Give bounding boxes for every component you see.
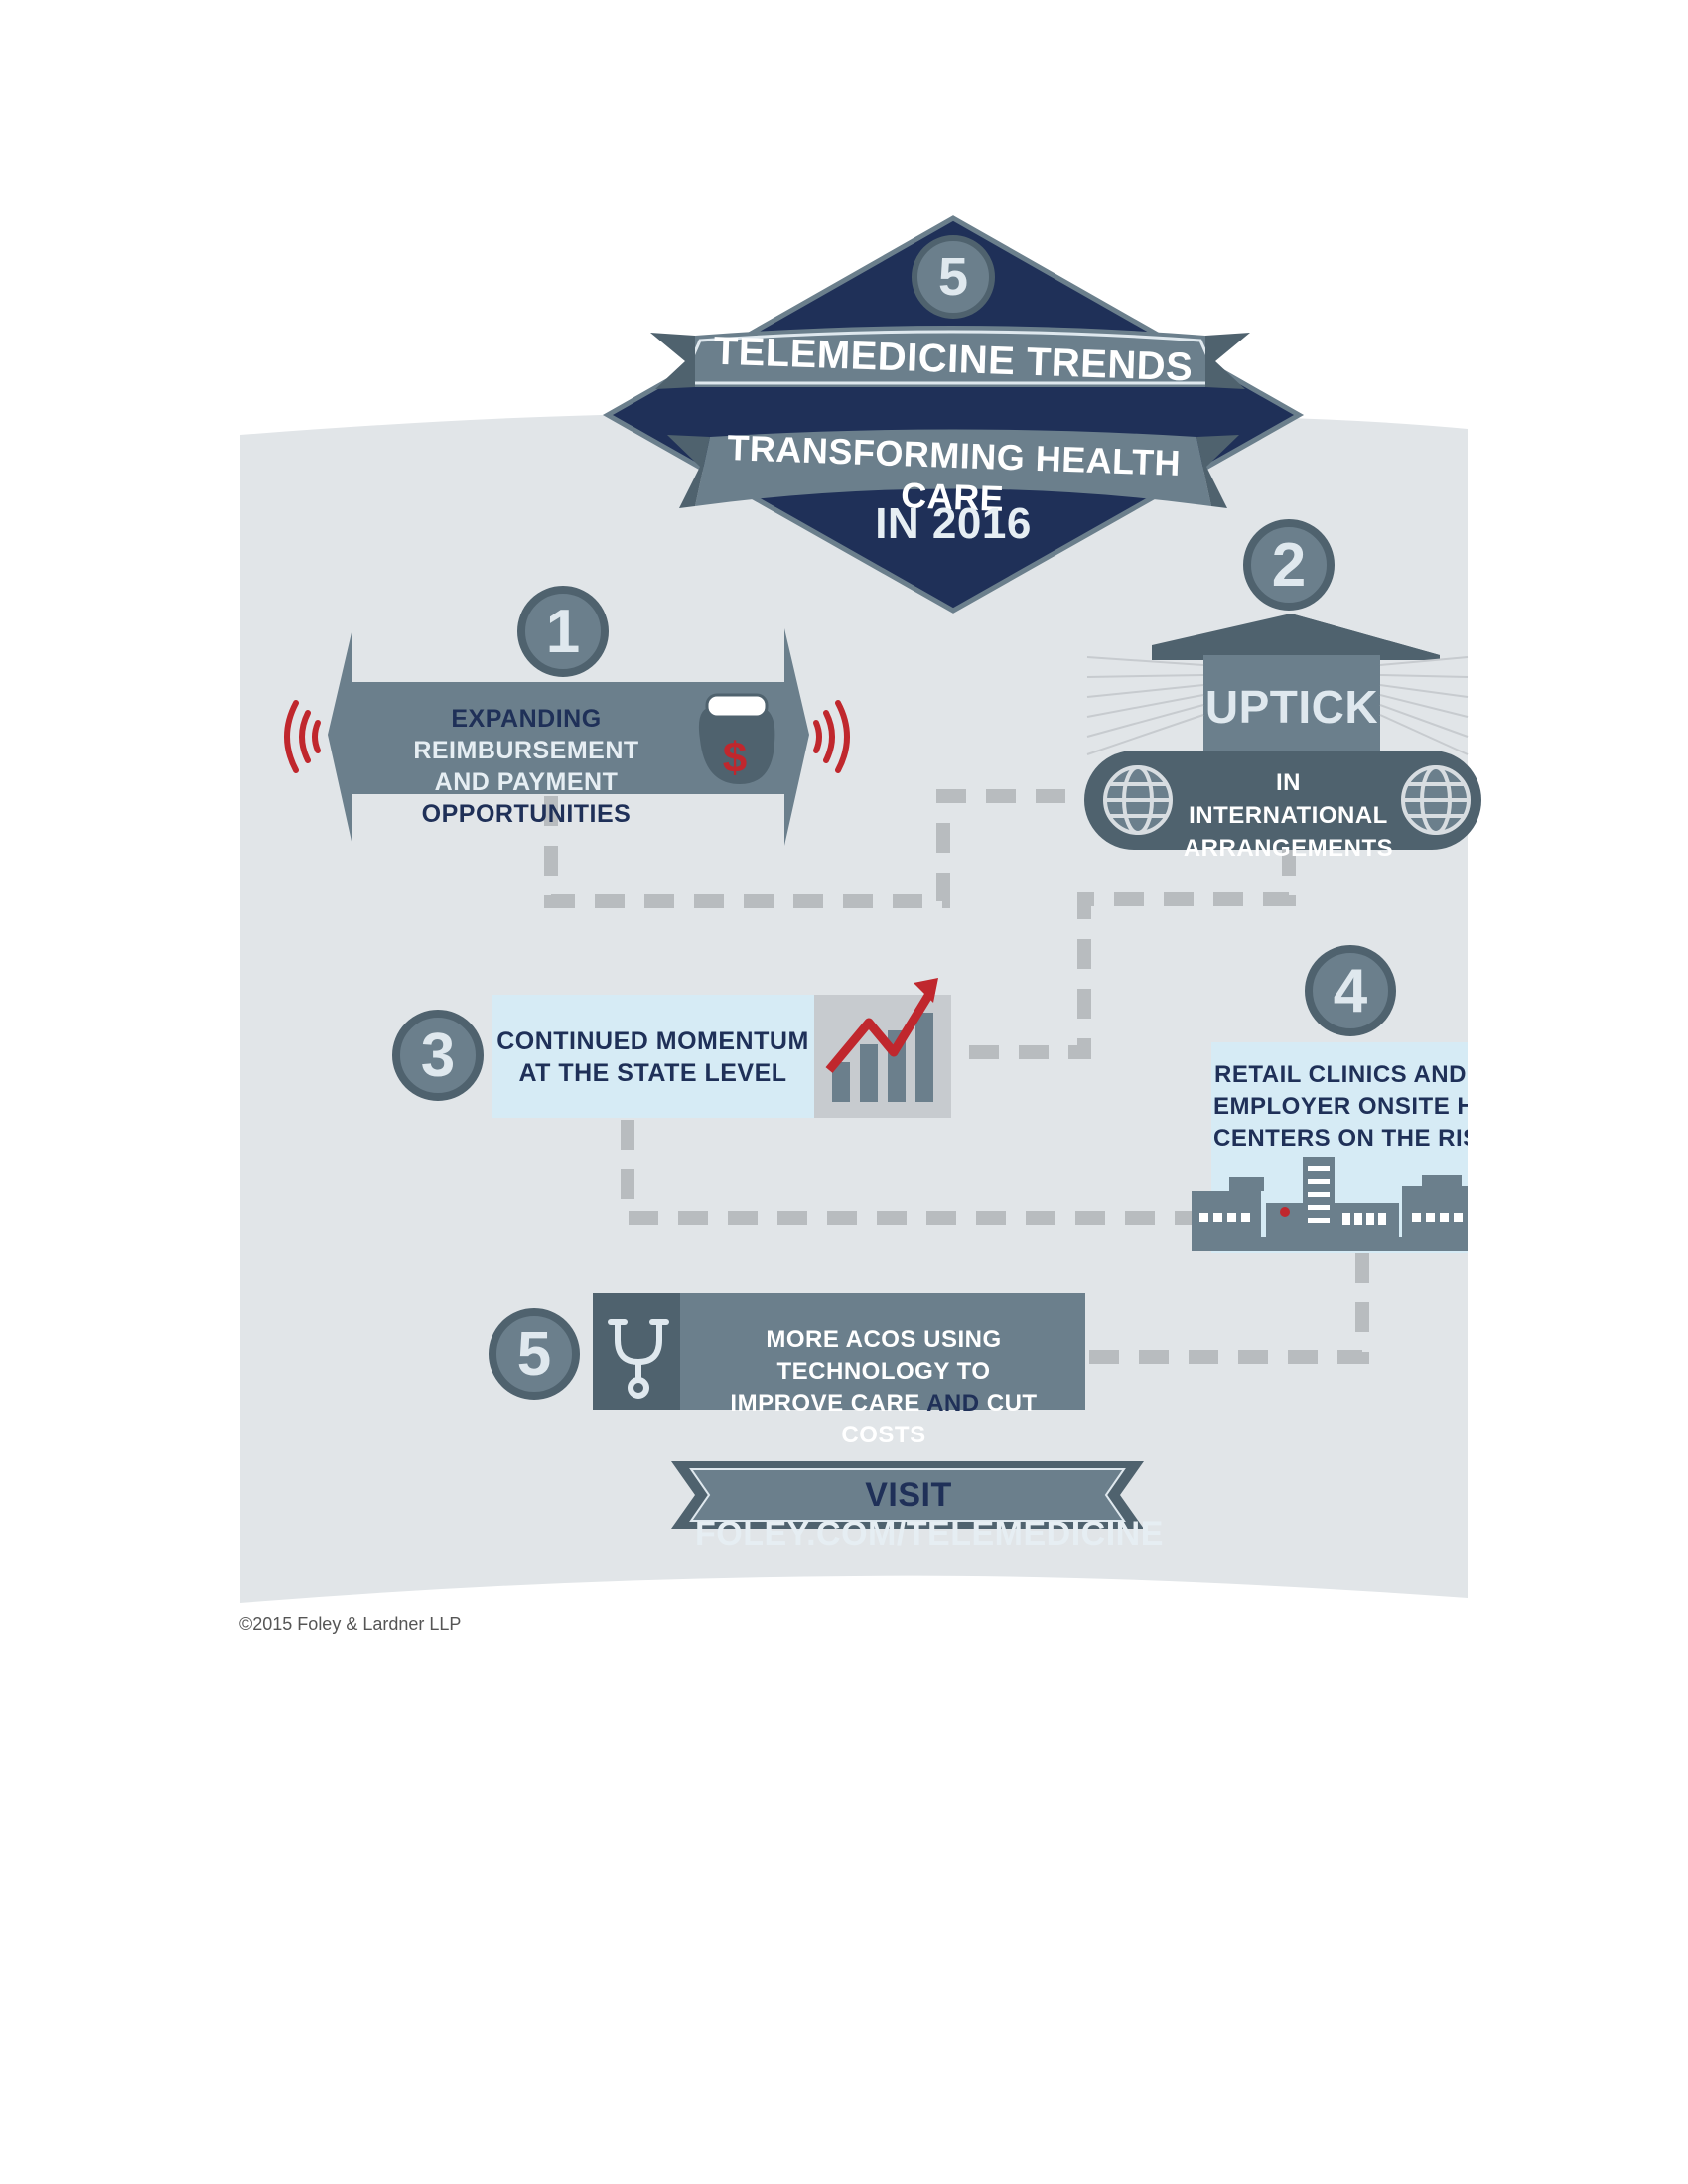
trend-4-line: EMPLOYER ONSITE HEALTH <box>1213 1093 1468 1120</box>
trend-3-line: CONTINUED MOMENTUM <box>496 1027 809 1055</box>
trend-5-text-part: AND <box>926 1390 987 1417</box>
trend-5-text: MORE ACOS USING TECHNOLOGY TO IMPROVE CA… <box>685 1324 1082 1451</box>
buildings-icon <box>1192 1157 1468 1251</box>
globe-icon <box>1103 765 1173 835</box>
rising-chart-icon <box>814 978 951 1118</box>
trend-3-line: AT THE STATE LEVEL <box>518 1059 787 1087</box>
trend-3-text: CONTINUED MOMENTUM AT THE STATE LEVEL <box>492 1025 814 1089</box>
signal-waves-icon <box>284 700 850 773</box>
trend-4-line: CENTERS ON THE RISE <box>1213 1125 1468 1152</box>
trend-4-line: RETAIL CLINICS AND <box>1214 1061 1467 1088</box>
svg-text:$: $ <box>723 734 747 782</box>
trend-5-line: MORE ACOS USING TECHNOLOGY TO <box>766 1326 1002 1385</box>
trend-4-number: 4 <box>1305 945 1396 1036</box>
trend-3-box <box>492 995 814 1118</box>
trend-2-headline: UPTICK <box>1204 681 1379 733</box>
trend-1-text-part: EXPANDING <box>451 705 602 733</box>
header-number-badge: 5 <box>912 235 995 319</box>
money-bag-icon: $ <box>698 693 775 784</box>
trend-2-text: IN INTERNATIONAL ARRANGEMENTS <box>1177 766 1400 865</box>
cta-ribbon <box>671 1461 1144 1529</box>
trend-2-line: ARRANGEMENTS <box>1183 835 1394 862</box>
cta-visit-label: VISIT <box>865 1476 952 1514</box>
trend-5-text-part: IMPROVE CARE <box>730 1390 927 1417</box>
trend-3-number: 3 <box>392 1010 484 1101</box>
trend-2-number: 2 <box>1243 519 1335 611</box>
copyright-text: ©2015 Foley & Lardner LLP <box>239 1614 462 1634</box>
trend-5-text-part: CUT COSTS <box>841 1390 1038 1448</box>
trend-1-text-part: REIMBURSEMENT <box>413 737 639 764</box>
cta-link[interactable]: VISIT FOLEY.COM/TELEMEDICINE <box>695 1476 1163 1554</box>
cta-url[interactable]: FOLEY.COM/TELEMEDICINE <box>695 1515 1164 1553</box>
header-year: IN 2016 <box>875 499 1032 548</box>
trend-1-number: 1 <box>517 586 609 677</box>
stethoscope-icon <box>608 1319 669 1399</box>
globe-icon <box>1401 765 1471 835</box>
trend-1-text-part: AND PAYMENT <box>434 768 619 796</box>
trend-1-text-part: OPPORTUNITIES <box>421 800 632 828</box>
trend-1-text: EXPANDING REIMBURSEMENT AND PAYMENT OPPO… <box>367 703 685 830</box>
trend-2-line: IN INTERNATIONAL <box>1189 769 1388 829</box>
trend-5-number: 5 <box>489 1308 580 1400</box>
trend-4-text: RETAIL CLINICS AND EMPLOYER ONSITE HEALT… <box>1213 1059 1468 1155</box>
dashed-connector <box>544 789 1369 1364</box>
trend-2-graphic <box>1084 614 1481 850</box>
